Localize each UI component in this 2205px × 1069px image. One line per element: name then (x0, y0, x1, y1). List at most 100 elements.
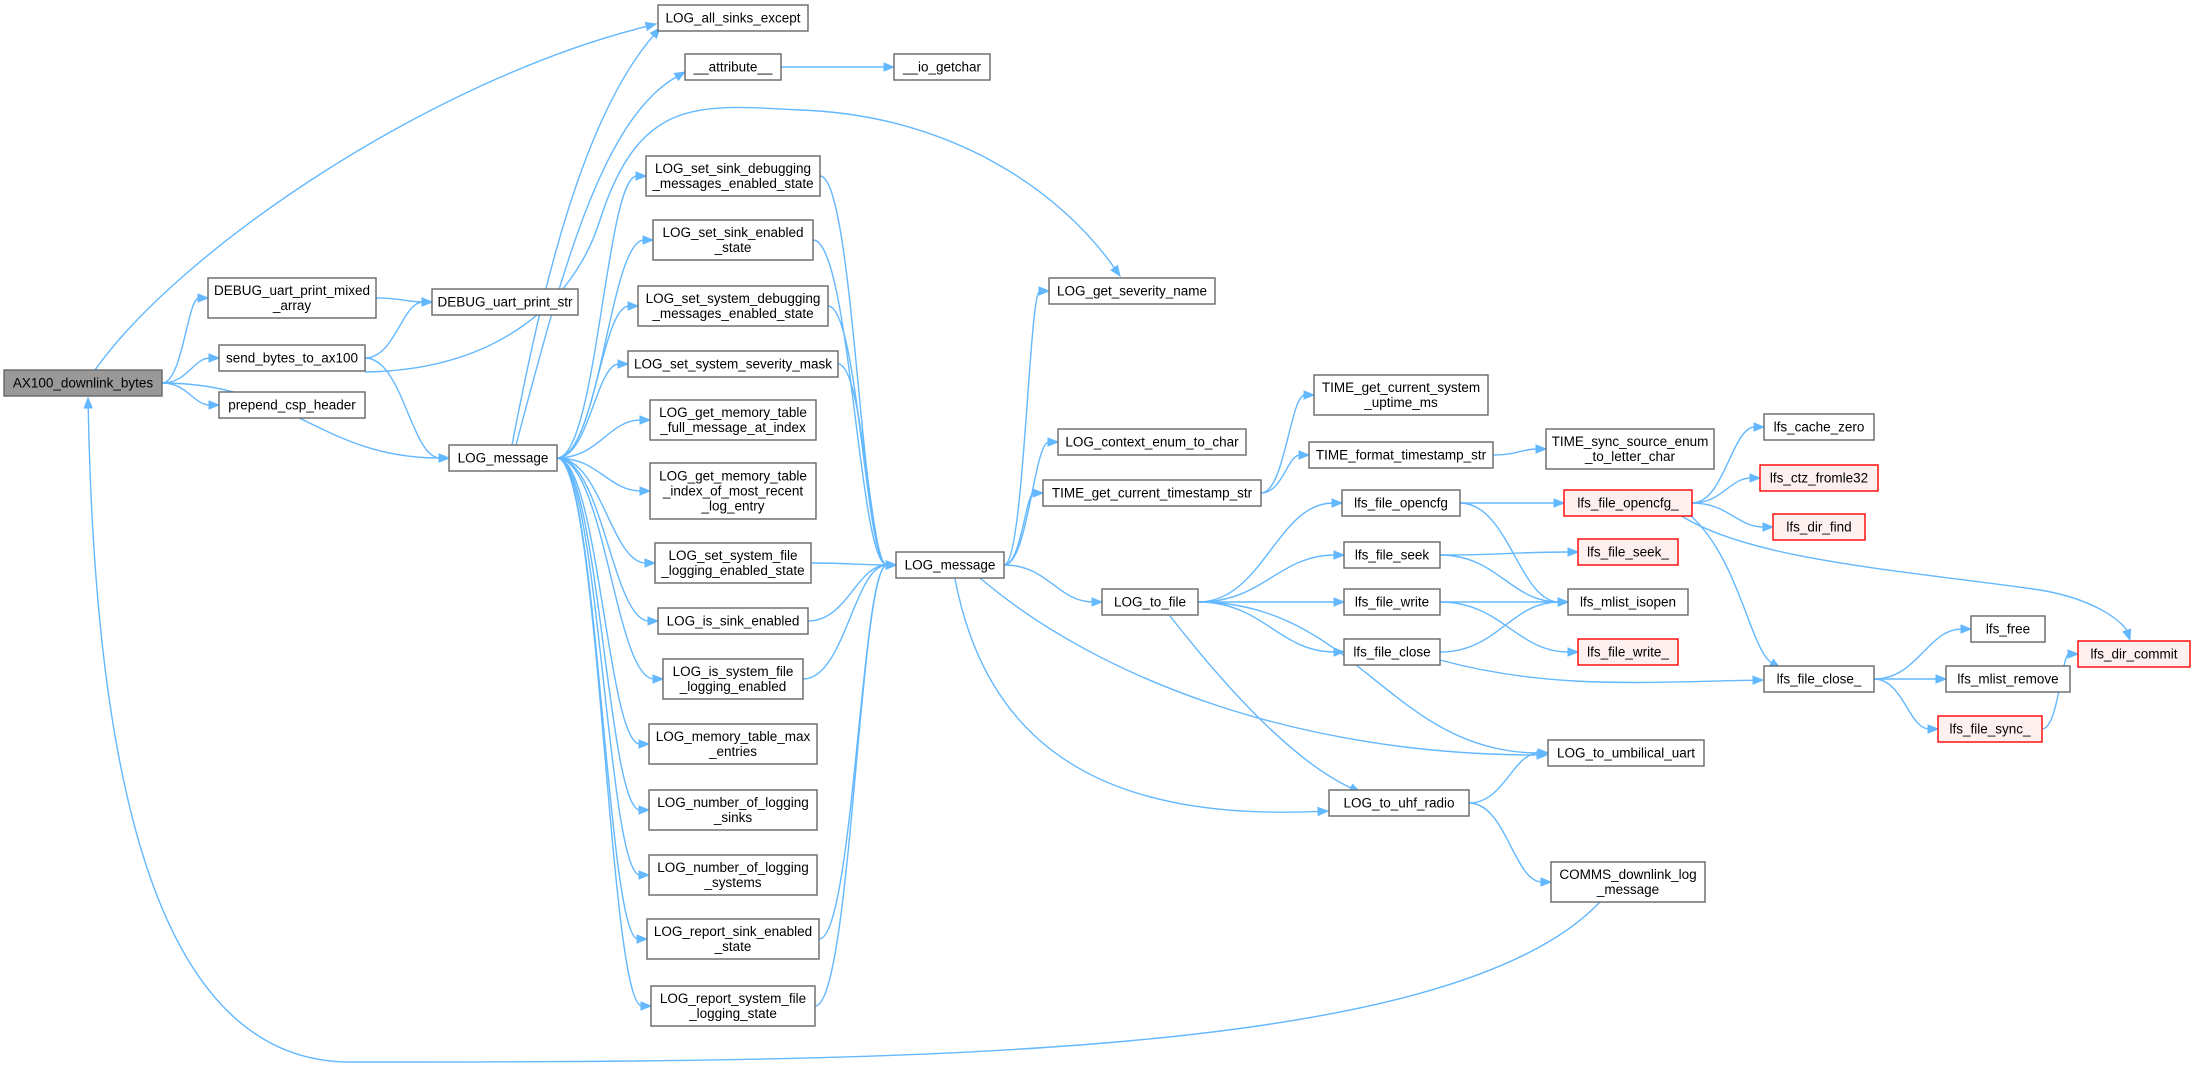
node-log-is-sink-enabled[interactable]: LOG_is_sink_enabled (657, 607, 809, 635)
node-box[interactable] (895, 551, 1005, 579)
node-box[interactable] (893, 53, 991, 81)
node-box[interactable] (657, 4, 809, 32)
node-log-context-enum-to-char[interactable]: LOG_context_enum_to_char (1057, 428, 1247, 456)
node-lfs-file-sync[interactable]: lfs_file_sync_ (1937, 715, 2043, 743)
node-box[interactable] (1970, 615, 2046, 643)
node-comms-downlink-log-message[interactable]: COMMS_downlink_log_message (1550, 861, 1706, 903)
node-box[interactable] (1101, 588, 1199, 616)
node-box[interactable] (648, 723, 818, 765)
node-lfs-file-write[interactable]: lfs_file_write_ (1577, 638, 1679, 666)
node-lfs-cache-zero[interactable]: lfs_cache_zero (1763, 413, 1875, 441)
node-box[interactable] (2077, 640, 2191, 668)
node-log-all-sinks-except[interactable]: LOG_all_sinks_except (657, 4, 809, 32)
node-lfs-dir-find[interactable]: lfs_dir_find (1772, 513, 1866, 541)
node-log-report-system-file[interactable]: LOG_report_system_file_logging_state (650, 985, 816, 1027)
node-box[interactable] (1577, 638, 1679, 666)
node-lfs-mlist-remove[interactable]: lfs_mlist_remove (1945, 665, 2071, 693)
node-lfs-file-close[interactable]: lfs_file_close_ (1763, 665, 1875, 693)
node-lfs-dir-commit[interactable]: lfs_dir_commit (2077, 640, 2191, 668)
node-box[interactable] (654, 542, 812, 584)
node-box[interactable] (662, 658, 804, 700)
node-log-set-system-debugging[interactable]: LOG_set_system_debugging_messages_enable… (637, 285, 829, 327)
node-box[interactable] (649, 462, 817, 520)
node-lfs-file-write[interactable]: lfs_file_write (1343, 588, 1441, 616)
node-box[interactable] (207, 277, 377, 319)
node-debug-uart-print-mixed-array[interactable]: DEBUG_uart_print_mixed_array (207, 277, 377, 319)
node-box[interactable] (652, 219, 814, 261)
node-log-set-sink-enabled-state[interactable]: LOG_set_sink_enabled_state (652, 219, 814, 261)
node-log-get-severity-name[interactable]: LOG_get_severity_name (1048, 277, 1216, 305)
node-lfs-file-opencfg[interactable]: lfs_file_opencfg_ (1563, 489, 1693, 517)
node-log-to-file[interactable]: LOG_to_file (1101, 588, 1199, 616)
node-box[interactable] (1937, 715, 2043, 743)
node-log-to-umbilical-uart[interactable]: LOG_to_umbilical_uart (1547, 739, 1705, 767)
node-box[interactable] (1042, 479, 1262, 507)
node-lfs-free[interactable]: lfs_free (1970, 615, 2046, 643)
node-box[interactable] (1759, 464, 1879, 492)
node-attribute[interactable]: __attribute__ (684, 53, 782, 81)
node-box[interactable] (1308, 441, 1494, 469)
node-log-message-2[interactable]: LOG_message (895, 551, 1005, 579)
node-prepend-csp-header[interactable]: prepend_csp_header (218, 391, 366, 419)
node-box[interactable] (448, 444, 558, 472)
node-lfs-ctz-fromle32[interactable]: lfs_ctz_fromle32 (1759, 464, 1879, 492)
node-box[interactable] (1328, 789, 1470, 817)
node-box[interactable] (3, 369, 163, 397)
node-ax100-downlink-bytes[interactable]: AX100_downlink_bytes (3, 369, 163, 397)
node-box[interactable] (1547, 739, 1705, 767)
node-box[interactable] (648, 789, 818, 831)
node-box[interactable] (1577, 538, 1679, 566)
node-time-get-current-system-uptime[interactable]: TIME_get_current_system_uptime_ms (1313, 374, 1489, 416)
node-box[interactable] (657, 607, 809, 635)
node-box[interactable] (1567, 588, 1689, 616)
node-log-set-sink-debugging[interactable]: LOG_set_sink_debugging_messages_enabled_… (645, 155, 821, 197)
node-box[interactable] (1563, 489, 1693, 517)
node-box[interactable] (1343, 541, 1441, 569)
node-box[interactable] (648, 854, 818, 896)
node-box[interactable] (1550, 861, 1706, 903)
node-log-get-memory-table-full[interactable]: LOG_get_memory_table_full_message_at_ind… (649, 399, 817, 441)
node-lfs-file-close[interactable]: lfs_file_close (1343, 638, 1441, 666)
node-log-is-system-file-logging[interactable]: LOG_is_system_file_logging_enabled (662, 658, 804, 700)
node-log-set-system-file-logging[interactable]: LOG_set_system_file_logging_enabled_stat… (654, 542, 812, 584)
node-log-get-memory-table-index[interactable]: LOG_get_memory_table_index_of_most_recen… (649, 462, 817, 520)
node-box[interactable] (218, 344, 366, 372)
node-debug-uart-print-str[interactable]: DEBUG_uart_print_str (431, 288, 579, 316)
node-box[interactable] (1763, 665, 1875, 693)
node-box[interactable] (1545, 428, 1715, 470)
node-log-report-sink-enabled[interactable]: LOG_report_sink_enabled_state (646, 918, 820, 960)
node-box[interactable] (1343, 588, 1441, 616)
node-box[interactable] (684, 53, 782, 81)
node-box[interactable] (627, 350, 839, 378)
node-box[interactable] (650, 985, 816, 1027)
node-box[interactable] (218, 391, 366, 419)
node-box[interactable] (431, 288, 579, 316)
node-box[interactable] (1057, 428, 1247, 456)
node-box[interactable] (1048, 277, 1216, 305)
node-log-memory-table-max[interactable]: LOG_memory_table_max_entries (648, 723, 818, 765)
node-lfs-file-seek[interactable]: lfs_file_seek_ (1577, 538, 1679, 566)
node-io-getchar[interactable]: __io_getchar (893, 53, 991, 81)
node-lfs-file-opencfg[interactable]: lfs_file_opencfg (1341, 489, 1461, 517)
node-box[interactable] (1341, 489, 1461, 517)
node-log-set-system-severity-mask[interactable]: LOG_set_system_severity_mask (627, 350, 839, 378)
node-box[interactable] (1945, 665, 2071, 693)
node-log-message-1[interactable]: LOG_message (448, 444, 558, 472)
node-send-bytes-to-ax100[interactable]: send_bytes_to_ax100 (218, 344, 366, 372)
node-log-to-uhf-radio[interactable]: LOG_to_uhf_radio (1328, 789, 1470, 817)
node-box[interactable] (1772, 513, 1866, 541)
node-time-sync-source-enum[interactable]: TIME_sync_source_enum_to_letter_char (1545, 428, 1715, 470)
node-lfs-file-seek[interactable]: lfs_file_seek (1343, 541, 1441, 569)
node-lfs-mlist-isopen[interactable]: lfs_mlist_isopen (1567, 588, 1689, 616)
node-time-get-current-timestamp-str[interactable]: TIME_get_current_timestamp_str (1042, 479, 1262, 507)
node-box[interactable] (1763, 413, 1875, 441)
node-log-number-of-logging-sinks[interactable]: LOG_number_of_logging_sinks (648, 789, 818, 831)
node-time-format-timestamp-str[interactable]: TIME_format_timestamp_str (1308, 441, 1494, 469)
node-box[interactable] (1313, 374, 1489, 416)
node-box[interactable] (649, 399, 817, 441)
node-box[interactable] (646, 918, 820, 960)
node-log-number-of-logging-systems[interactable]: LOG_number_of_logging_systems (648, 854, 818, 896)
node-box[interactable] (1343, 638, 1441, 666)
node-box[interactable] (637, 285, 829, 327)
node-box[interactable] (645, 155, 821, 197)
